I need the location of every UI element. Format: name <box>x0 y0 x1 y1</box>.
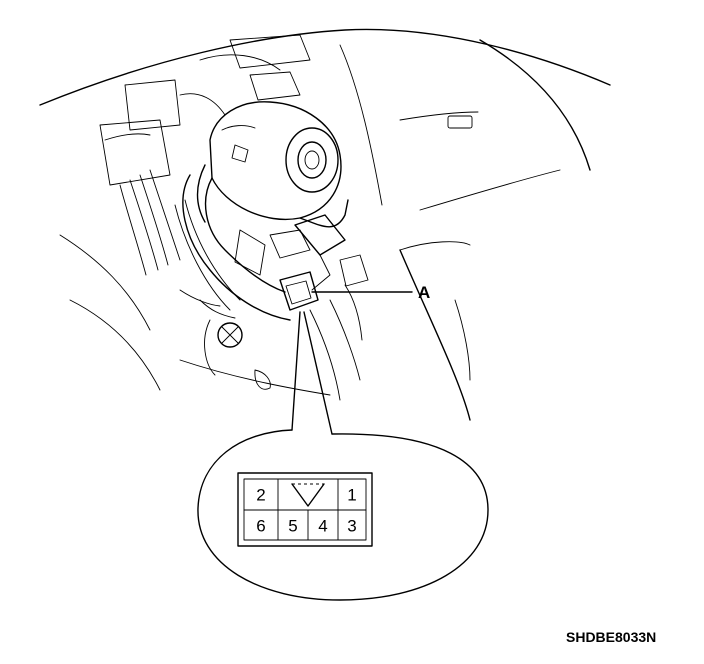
connector-detail-view: 2 1 6 5 4 3 <box>197 311 489 601</box>
wiring-harness <box>99 34 311 319</box>
pin-1: 1 <box>347 486 356 505</box>
connector-face <box>237 472 373 547</box>
pin-2: 2 <box>256 486 265 505</box>
clip <box>254 369 271 390</box>
callout-label: A <box>418 283 430 302</box>
figure-reference-code: SHDBE8033N <box>566 629 656 645</box>
dashboard-outline <box>39 28 611 421</box>
pin-3: 3 <box>347 517 356 536</box>
callout-a: A <box>311 283 430 302</box>
ignition-switch <box>182 101 369 401</box>
pin-6: 6 <box>256 517 265 536</box>
mounting-bolt-icon <box>204 319 243 376</box>
pin-4: 4 <box>318 517 327 536</box>
pin-5: 5 <box>288 517 297 536</box>
